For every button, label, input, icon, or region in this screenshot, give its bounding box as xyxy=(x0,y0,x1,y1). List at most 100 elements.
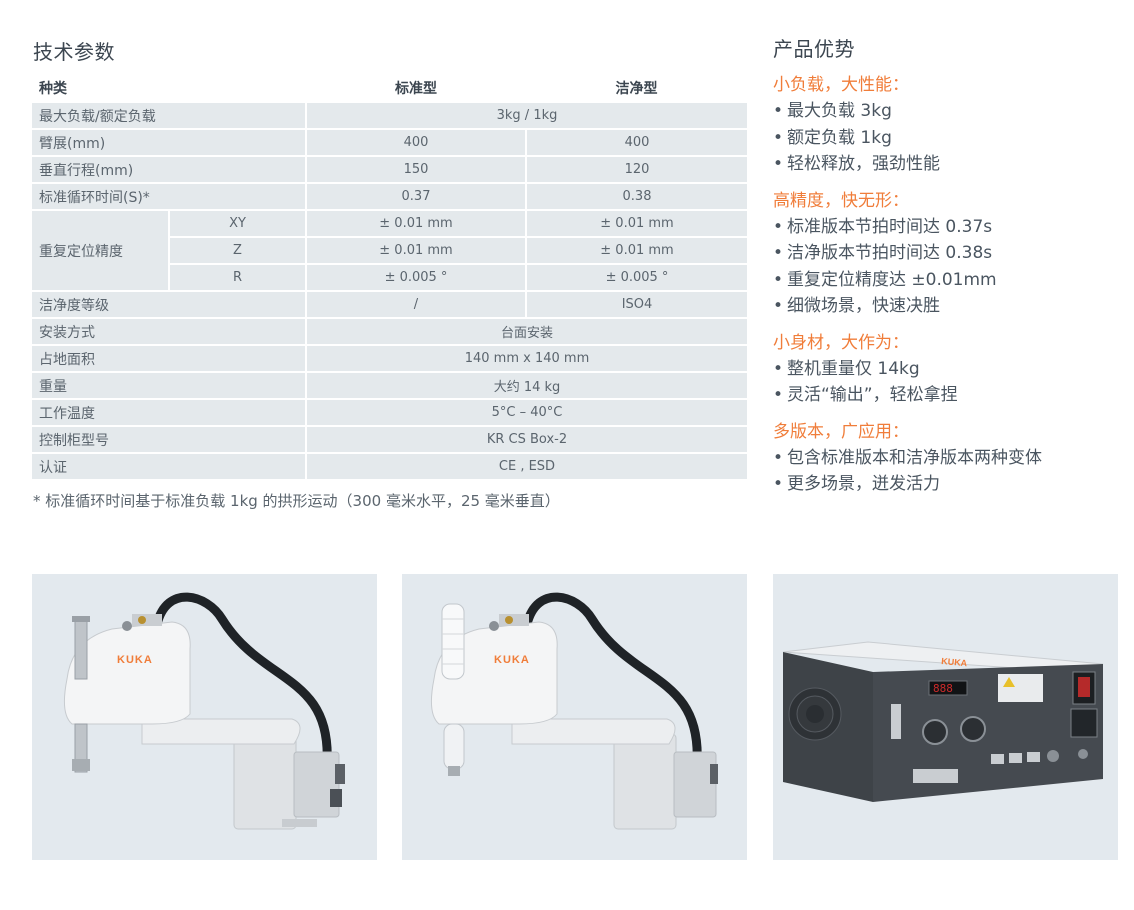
advantage-group: 高精度，快无形： •标准版本节拍时间达 0.37s •洁净版本节拍时间达 0.3… xyxy=(773,188,1123,320)
table-row: Z ± 0.01 mm ± 0.01 mm xyxy=(32,236,747,265)
advantage-heading: 小负载，大性能： xyxy=(773,75,909,95)
row-label: 控制柜型号 xyxy=(32,425,307,454)
table-row: 最大负载/额定负载 3kg / 1kg xyxy=(32,101,747,130)
advantage-item: •灵活“输出”，轻松拿捏 xyxy=(773,382,1123,409)
row-label: 标准循环时间(S)* xyxy=(32,182,307,211)
advantage-text: 更多场景，迸发活力 xyxy=(787,474,940,494)
row-value-standard: / xyxy=(305,290,527,319)
advantage-text: 灵活“输出”，轻松拿捏 xyxy=(787,385,958,405)
row-value-standard: ± 0.005 ° xyxy=(305,263,527,292)
table-row: 标准循环时间(S)* 0.37 0.38 xyxy=(32,182,747,211)
row-label: 认证 xyxy=(32,452,307,481)
advantage-heading: 小身材，大作为： xyxy=(773,332,909,353)
bullet-icon: • xyxy=(773,385,784,405)
bullet-icon: • xyxy=(773,269,784,290)
row-label: 安装方式 xyxy=(32,317,307,346)
advantage-heading: 多版本，广应用： xyxy=(773,421,909,442)
row-value-clean: 120 xyxy=(525,155,747,184)
row-value: CE , ESD xyxy=(305,452,747,481)
robot-standard-image: KUKA xyxy=(32,574,377,860)
row-value-clean: ± 0.01 mm xyxy=(525,236,747,265)
bullet-icon: • xyxy=(773,154,784,174)
scara-robot-standard-icon: KUKA xyxy=(63,592,345,830)
advantage-item: •轻松释放，强劲性能 xyxy=(773,151,1123,178)
axis-label: R xyxy=(168,263,307,292)
row-value-clean: ± 0.005 ° xyxy=(525,263,747,292)
row-value-standard: ± 0.01 mm xyxy=(305,236,527,265)
footnote: * 标准循环时间基于标准负载 1kg 的拱形运动（300 毫米水平，25 毫米垂… xyxy=(33,492,560,510)
advantage-text: 重复定位精度达 ±0.01mm xyxy=(787,269,997,290)
advantage-text: 包含标准版本和洁净版本两种变体 xyxy=(787,447,1042,468)
advantage-group: 多版本，广应用： •包含标准版本和洁净版本两种变体 •更多场景，迸发活力 xyxy=(773,419,1123,498)
advantage-item: •包含标准版本和洁净版本两种变体 xyxy=(773,445,1123,472)
row-value-standard: 0.37 xyxy=(305,182,527,211)
advantage-item: •洁净版本节拍时间达 0.38s xyxy=(773,240,1123,267)
advantage-item: •更多场景，迸发活力 xyxy=(773,471,1123,498)
row-label: 重复定位精度 xyxy=(32,209,170,292)
row-label: 洁净度等级 xyxy=(32,290,307,319)
bullet-icon: • xyxy=(773,474,784,494)
table-row: 占地面积 140 mm x 140 mm xyxy=(32,344,747,373)
row-value-clean: ± 0.01 mm xyxy=(525,209,747,238)
header-type: 种类 xyxy=(32,75,306,103)
row-label: 重量 xyxy=(32,371,307,400)
kuka-logo: KUKA xyxy=(494,654,530,666)
advantage-item: •重复定位精度达 ±0.01mm xyxy=(773,267,1123,294)
advantage-item: •最大负载 3kg xyxy=(773,98,1123,125)
bullet-icon: • xyxy=(773,127,784,148)
row-value-standard: 400 xyxy=(305,128,527,157)
bullet-icon: • xyxy=(773,101,784,121)
table-row: 工作温度 5°C – 40°C xyxy=(32,398,747,427)
advantage-text: 额定负载 1kg xyxy=(787,127,892,148)
table-header-row: 种类 标准型 洁净型 xyxy=(32,75,747,103)
controller-box-icon: KUKA 888 xyxy=(782,641,1104,802)
advantages-title: 产品优势 xyxy=(773,37,855,61)
row-value: KR CS Box-2 xyxy=(305,425,747,454)
row-label: 工作温度 xyxy=(32,398,307,427)
table-row: 重量 大约 14 kg xyxy=(32,371,747,400)
row-label: 最大负载/额定负载 xyxy=(32,101,307,130)
row-value-clean: 400 xyxy=(525,128,747,157)
header-standard: 标准型 xyxy=(306,75,526,103)
table-row: 安装方式 台面安装 xyxy=(32,317,747,346)
advantage-text: 标准版本节拍时间达 0.37s xyxy=(787,216,993,237)
advantage-heading: 高精度，快无形： xyxy=(773,190,909,211)
display-digits: 888 xyxy=(933,682,953,695)
advantage-group: 小负载，大性能： •最大负载 3kg •额定负载 1kg •轻松释放，强劲性能 xyxy=(773,72,1123,178)
table-row: 认证 CE , ESD xyxy=(32,452,747,481)
tech-specs-title: 技术参数 xyxy=(33,40,115,64)
row-label: 垂直行程(mm) xyxy=(32,155,307,184)
advantage-item: •整机重量仅 14kg xyxy=(773,356,1123,383)
scara-robot-clean-icon: KUKA xyxy=(430,592,718,830)
advantage-item: •细微场景，快速决胜 xyxy=(773,293,1123,320)
advantage-text: 整机重量仅 14kg xyxy=(787,358,920,379)
advantage-group: 小身材，大作为： •整机重量仅 14kg •灵活“输出”，轻松拿捏 xyxy=(773,330,1123,409)
advantage-item: •标准版本节拍时间达 0.37s xyxy=(773,214,1123,241)
table-row: 控制柜型号 KR CS Box-2 xyxy=(32,425,747,454)
table-row: 垂直行程(mm) 150 120 xyxy=(32,155,747,184)
advantage-item: •额定负载 1kg xyxy=(773,125,1123,152)
row-value-standard: 150 xyxy=(305,155,527,184)
row-value-clean: 0.38 xyxy=(525,182,747,211)
row-label: 臂展(mm) xyxy=(32,128,307,157)
robot-clean-image: KUKA xyxy=(402,574,747,860)
advantages-list: 小负载，大性能： •最大负载 3kg •额定负载 1kg •轻松释放，强劲性能 … xyxy=(773,72,1123,508)
bullet-icon: • xyxy=(773,243,784,263)
row-value: 台面安装 xyxy=(305,317,747,346)
table-row: 洁净度等级 / ISO4 xyxy=(32,290,747,319)
axis-label: XY xyxy=(168,209,307,238)
advantage-text: 最大负载 3kg xyxy=(787,101,892,121)
row-value-standard: ± 0.01 mm xyxy=(305,209,527,238)
bullet-icon: • xyxy=(773,358,784,379)
table-row: R ± 0.005 ° ± 0.005 ° xyxy=(32,263,747,292)
kuka-logo: KUKA xyxy=(117,654,153,666)
bullet-icon: • xyxy=(773,216,784,237)
table-row: 臂展(mm) 400 400 xyxy=(32,128,747,157)
advantage-text: 细微场景，快速决胜 xyxy=(787,296,940,316)
advantage-text: 轻松释放，强劲性能 xyxy=(787,154,940,174)
header-clean: 洁净型 xyxy=(526,75,747,103)
controller-image: KUKA 888 xyxy=(773,574,1118,860)
kuka-logo: KUKA xyxy=(941,656,968,668)
table-row: 重复定位精度 XY ± 0.01 mm ± 0.01 mm xyxy=(32,209,747,292)
advantage-text: 洁净版本节拍时间达 0.38s xyxy=(787,243,993,263)
